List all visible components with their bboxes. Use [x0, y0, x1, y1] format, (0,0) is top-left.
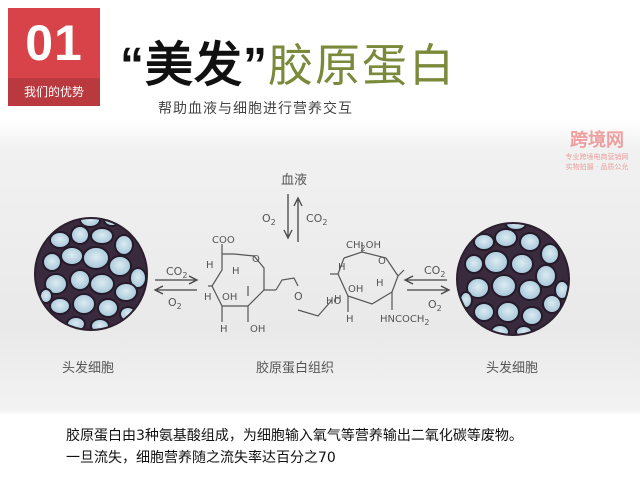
- badge-number: 01: [25, 15, 83, 71]
- collagen-diagram: 血液 O2 CO2 CO2 O2 CO2 O2: [34, 173, 570, 336]
- svg-text:H: H: [346, 314, 354, 325]
- o2-left-label: O2: [168, 296, 182, 311]
- svg-text:H: H: [376, 278, 384, 289]
- svg-text:HO: HO: [326, 296, 342, 307]
- left-ring-labels: COO H H OH H H OH O: [204, 235, 265, 335]
- right-ring-labels: CH2OH H O H OH H H HNCOCH2 HO: [326, 240, 429, 327]
- o2-top-label: O2: [262, 212, 276, 227]
- hair-cell-right-icon: [456, 222, 570, 336]
- badge-number-panel: [8, 8, 100, 78]
- headline-quoted: “美发”: [120, 39, 269, 92]
- svg-text:OH: OH: [222, 292, 237, 303]
- caption-collagen-tissue: 胶原蛋白组织: [256, 361, 335, 376]
- section-badge: 01 我们的优势: [8, 8, 100, 106]
- watermark-title: 跨境网: [570, 130, 624, 151]
- badge-label: 我们的优势: [23, 85, 84, 99]
- svg-text:H: H: [204, 292, 212, 303]
- svg-text:OH: OH: [250, 324, 265, 335]
- co2-left-label: CO2: [166, 265, 187, 280]
- watermark-line-1: 专业跨境电商营销网: [565, 153, 629, 161]
- svg-text:H: H: [220, 324, 228, 335]
- svg-text:H: H: [338, 262, 346, 273]
- watermark-line-2: 实物拍摄 · 品质公允: [565, 163, 629, 171]
- svg-text:O: O: [378, 256, 386, 267]
- svg-text:CH2OH: CH2OH: [346, 240, 381, 253]
- blood-label: 血液: [281, 173, 307, 188]
- svg-text:H: H: [334, 294, 342, 305]
- co2-right-label: CO2: [424, 264, 445, 279]
- left-exchange-arrows: [153, 275, 199, 295]
- svg-text:OH: OH: [348, 284, 363, 295]
- description: 胶原蛋白由3种氨基酸组成，为细胞输入氧气等营养输出二氧化碳等废物。 一旦流失，细…: [66, 425, 523, 469]
- right-sugar-ring: [330, 242, 405, 312]
- hair-cell-left-icon: [34, 217, 148, 331]
- blood-exchange-arrows: [283, 194, 303, 242]
- svg-text:HNCOCH2: HNCOCH2: [380, 314, 429, 327]
- subtitle: 帮助血液与细胞进行营养交互: [158, 101, 353, 117]
- watermark: 跨境网 专业跨境电商营销网 实物拍摄 · 品质公允: [557, 126, 637, 172]
- co2-top-label: CO2: [306, 212, 327, 227]
- headline-rest: 胶原蛋白: [268, 39, 457, 92]
- svg-text:COO: COO: [212, 235, 235, 246]
- right-exchange-arrows: [403, 275, 451, 295]
- caption-left-hair-cell: 头发细胞: [62, 361, 115, 376]
- o2-right-label: O2: [428, 298, 442, 313]
- caption-right-hair-cell: 头发细胞: [486, 361, 539, 376]
- left-sugar-ring: [208, 244, 333, 322]
- svg-text:H: H: [206, 260, 214, 271]
- headline: “美发”胶原蛋白: [120, 25, 456, 92]
- svg-text:O: O: [252, 254, 260, 265]
- description-line-1: 胶原蛋白由3种氨基酸组成，为细胞输入氧气等营养输出二氧化碳等废物。: [66, 428, 523, 444]
- badge-label-panel: [8, 78, 100, 106]
- bridge-oxygen: O: [294, 290, 303, 303]
- description-line-2: 一旦流失，细胞营养随之流失率达百分之70: [66, 450, 336, 466]
- svg-text:H: H: [232, 266, 240, 277]
